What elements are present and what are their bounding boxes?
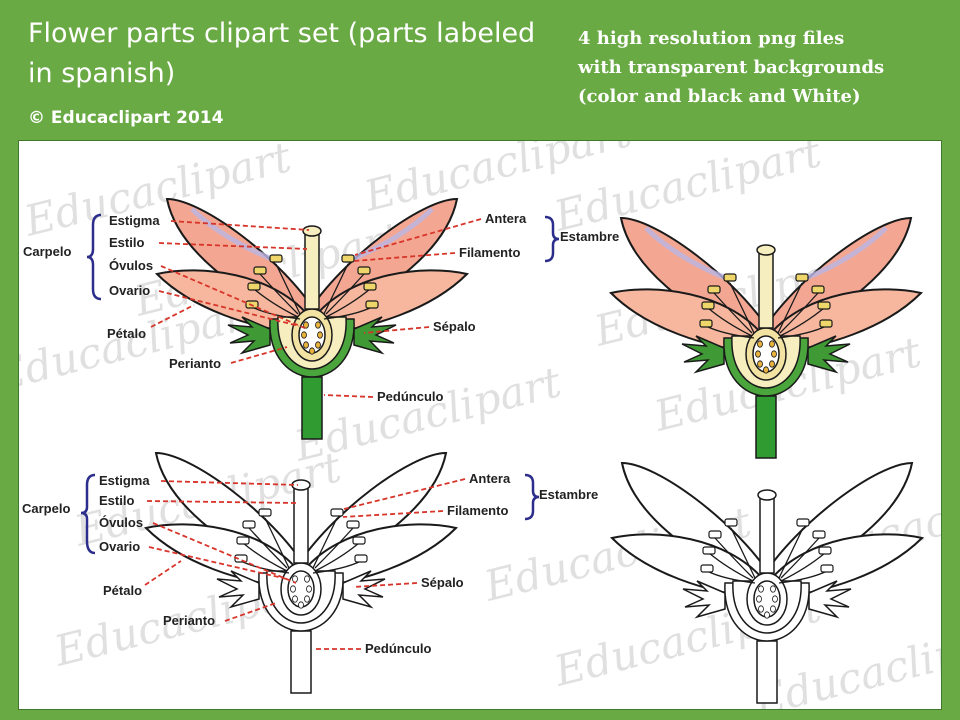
- carpelo-bracket: [86, 213, 102, 301]
- label-petalo: Pétalo: [107, 326, 146, 341]
- watermark: Educaclipart: [19, 141, 296, 246]
- description-line: 4 high resolution png files: [578, 28, 845, 49]
- label-perianto: Perianto: [169, 356, 221, 371]
- leader-lines: [144, 478, 466, 650]
- label-antera: Antera: [469, 471, 511, 486]
- copyright-text: © Educaclipart 2014: [28, 108, 224, 128]
- label-estigma: Estigma: [109, 213, 160, 228]
- flower-diagram-svg: Educaclipart Educaclipart Educaclipart E…: [19, 141, 941, 709]
- label-sepalo: Sépalo: [421, 575, 464, 590]
- label-filamento: Filamento: [447, 503, 508, 518]
- description-line: with transparent backgrounds: [578, 57, 885, 78]
- label-perianto: Perianto: [163, 613, 215, 628]
- color-flower-labels: Estigma Estilo Óvulos Ovario Carpelo Pét…: [23, 211, 619, 404]
- carpelo-bracket: [80, 473, 96, 555]
- page-title: Flower parts clipart set (parts labeled …: [28, 18, 536, 89]
- label-sepalo: Sépalo: [433, 319, 476, 334]
- label-petalo: Pétalo: [103, 583, 142, 598]
- label-antera: Antera: [485, 211, 527, 226]
- bw-flower-labels: Estigma Estilo Óvulos Ovario Carpelo Pét…: [22, 471, 598, 656]
- label-pedunculo: Pedúnculo: [365, 641, 432, 656]
- label-filamento: Filamento: [459, 245, 520, 260]
- label-estambre: Estambre: [539, 487, 598, 502]
- label-carpelo: Carpelo: [23, 244, 71, 259]
- estambre-bracket: [524, 473, 540, 521]
- label-estambre: Estambre: [560, 229, 619, 244]
- label-ovario: Ovario: [99, 539, 140, 554]
- description-line: (color and black and White): [578, 86, 861, 107]
- label-carpelo: Carpelo: [22, 501, 70, 516]
- illustration-panel: Educaclipart Educaclipart Educaclipart E…: [18, 140, 942, 710]
- label-estigma: Estigma: [99, 473, 150, 488]
- bw-flower-labeled: [145, 452, 457, 694]
- label-ovario: Ovario: [109, 283, 150, 298]
- label-estilo: Estilo: [109, 235, 144, 250]
- label-pedunculo: Pedúnculo: [377, 389, 444, 404]
- label-ovulos: Óvulos: [109, 258, 153, 273]
- label-ovulos: Óvulos: [99, 515, 143, 530]
- estambre-bracket: [544, 215, 560, 263]
- description: 4 high resolution png files with transpa…: [578, 24, 884, 111]
- leader-lines: [150, 218, 482, 398]
- label-estilo: Estilo: [99, 493, 134, 508]
